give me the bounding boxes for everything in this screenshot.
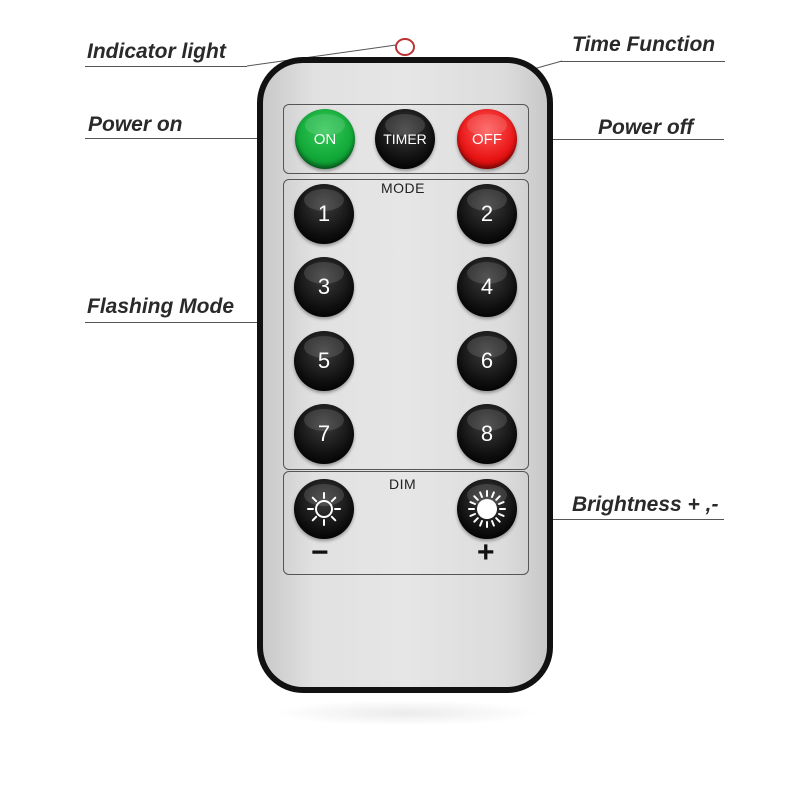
dim-minus-button[interactable]	[294, 479, 354, 539]
indicator-light	[395, 38, 415, 56]
on-button-label: ON	[313, 130, 337, 148]
timer-button[interactable]: TIMER	[375, 109, 435, 169]
mode-button-1[interactable]: 1	[294, 184, 354, 244]
callout-power-on: Power on	[88, 113, 183, 136]
mode-section	[283, 179, 529, 470]
dim-plus-sign: +	[477, 536, 495, 569]
mode-button-8[interactable]: 8	[457, 404, 517, 464]
mode-button-3[interactable]: 3	[294, 257, 354, 317]
mode-title: MODE	[381, 180, 425, 196]
off-button[interactable]: OFF	[457, 109, 517, 169]
leader-indicator-diag	[246, 44, 397, 67]
leader-power-on	[85, 138, 295, 139]
mode-button-5[interactable]: 5	[294, 331, 354, 391]
mode-button-4[interactable]: 4	[457, 257, 517, 317]
callout-power-off: Power off	[598, 116, 694, 139]
sun-outline-icon	[307, 492, 341, 526]
callout-indicator-light: Indicator light	[87, 40, 226, 63]
mode-button-4-label: 4	[480, 274, 494, 299]
mode-button-6-label: 6	[480, 348, 494, 373]
callout-brightness: Brightness + ,-	[572, 493, 719, 516]
off-button-label: OFF	[472, 130, 502, 148]
dim-plus-button[interactable]	[457, 479, 517, 539]
leader-time-function	[560, 61, 725, 62]
leader-brightness	[518, 519, 724, 520]
mode-button-6[interactable]: 6	[457, 331, 517, 391]
callout-flashing-mode: Flashing Mode	[87, 295, 234, 318]
mode-button-2[interactable]: 2	[457, 184, 517, 244]
mode-button-7-label: 7	[317, 421, 331, 446]
mode-button-7[interactable]: 7	[294, 404, 354, 464]
timer-button-label: TIMER	[383, 131, 427, 147]
leader-power-off	[518, 139, 724, 140]
mode-button-3-label: 3	[317, 274, 331, 299]
mode-button-1-label: 1	[317, 201, 331, 226]
leader-indicator	[85, 66, 247, 67]
mode-button-5-label: 5	[317, 348, 331, 373]
dim-section	[283, 471, 529, 575]
on-button[interactable]: ON	[295, 109, 355, 169]
callout-time-function: Time Function	[572, 33, 716, 56]
leader-flashing-mode	[85, 322, 290, 323]
dim-minus-sign: −	[311, 536, 329, 569]
mode-button-8-label: 8	[480, 421, 494, 446]
mode-button-2-label: 2	[480, 201, 494, 226]
power-section	[283, 104, 529, 174]
dim-title: DIM	[389, 476, 417, 492]
remote-shadow	[270, 700, 540, 726]
sun-filled-icon	[468, 490, 506, 528]
